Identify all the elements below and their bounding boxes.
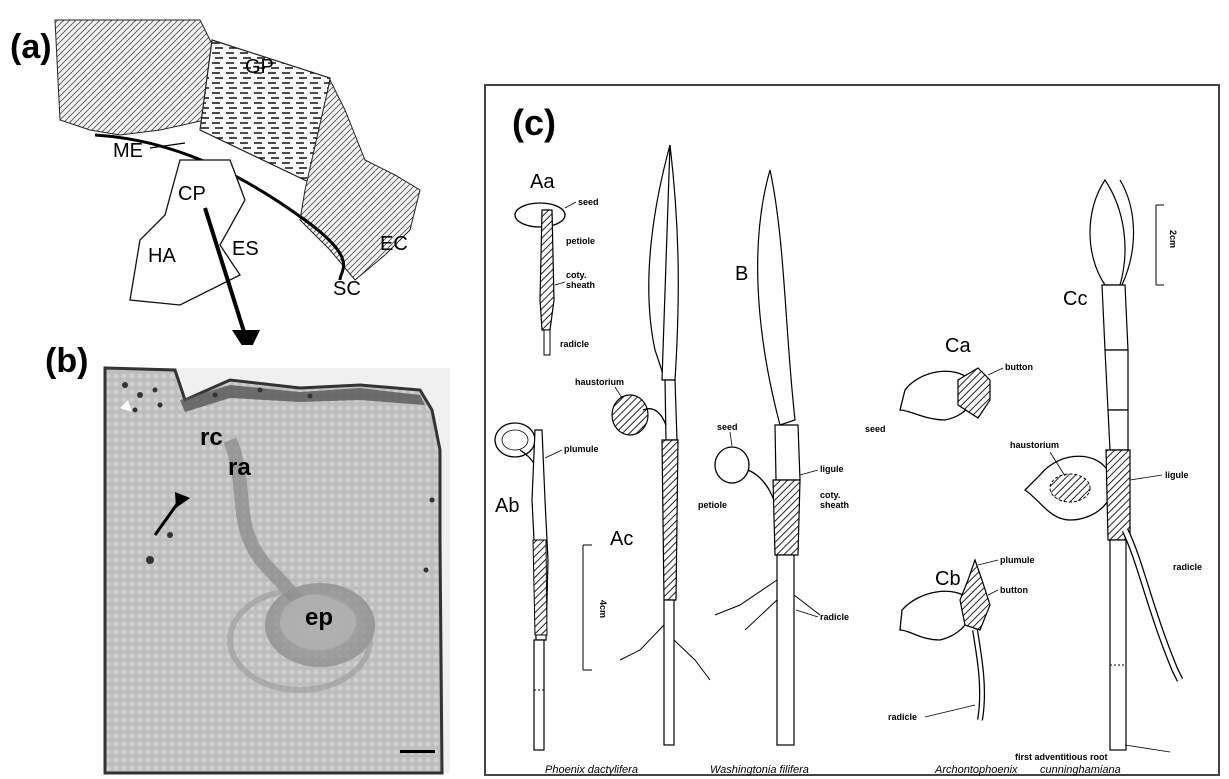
panel-c-letter: (c) <box>512 102 556 143</box>
cc-haustorium-label: haustorium <box>1010 440 1059 450</box>
label-b: B <box>735 263 748 285</box>
label-ac: Ac <box>610 528 633 550</box>
label-cp: CP <box>178 183 206 205</box>
scale-2cm-label: 2cm <box>1168 230 1178 248</box>
label-ca: Ca <box>945 335 971 357</box>
species-cunninghamiana: cunninghamiana <box>1040 764 1121 776</box>
aa-sheath-label: sheath <box>566 280 595 290</box>
label-sc: SC <box>333 278 361 300</box>
label-aa: Aa <box>530 171 555 193</box>
cc-root-label: first adventitious root <box>1015 752 1108 762</box>
cb-plumule-label: plumule <box>1000 555 1035 565</box>
scale-bar <box>400 750 435 753</box>
species-archontophoenix: Archontophoenix <box>934 764 1018 776</box>
label-cb: Cb <box>935 568 961 590</box>
label-me: ME <box>113 140 143 162</box>
species-phoenix: Phoenix dactylifera <box>545 764 638 776</box>
species-washingtonia: Washingtonia filifera <box>710 764 809 776</box>
cc-ligule-label: ligule <box>1165 470 1189 480</box>
label-ab: Ab <box>495 495 519 517</box>
b-ligule-label: ligule <box>820 464 844 474</box>
b-sheath-label: sheath <box>820 500 849 510</box>
cb-button-label: button <box>1000 585 1028 595</box>
panel-b-letter: (b) <box>45 342 88 380</box>
label-ec: EC <box>380 233 408 255</box>
ab-plumule-label: plumule <box>564 444 599 454</box>
cc-radicle-label: radicle <box>1173 562 1202 572</box>
aa-radicle-label: radicle <box>560 339 589 349</box>
panel-b-micrograph: (b) rc ra ep <box>0 340 470 779</box>
label-es: ES <box>232 238 259 260</box>
label-ha: HA <box>148 245 176 267</box>
aa-seed-label: seed <box>578 197 599 207</box>
label-gp: GP <box>245 56 274 78</box>
label-cc: Cc <box>1063 288 1087 310</box>
ca-seed-label: seed <box>865 424 886 434</box>
endosperm-left <box>55 20 215 135</box>
ca-button-label: button <box>1005 362 1033 372</box>
label-ep: ep <box>305 604 333 631</box>
panel-c-seedlings: (c) Aa seed petiole coty. sheath radicle… <box>480 80 1229 779</box>
aa-coty-label: coty. <box>566 270 586 280</box>
b-seed-label: seed <box>717 422 738 432</box>
b-coty-label: coty. <box>820 490 840 500</box>
panel-a-letter: (a) <box>10 28 52 66</box>
b-radicle-label: radicle <box>820 612 849 622</box>
label-rc: rc <box>200 424 223 451</box>
scale-4cm-label: 4cm <box>598 600 608 618</box>
ac-haustorium-label: haustorium <box>575 377 624 387</box>
label-ra: ra <box>228 454 251 481</box>
b-petiole-label: petiole <box>698 500 727 510</box>
cb-radicle-label: radicle <box>888 712 917 722</box>
panel-a-diagram: (a) GP ME CP ES HA EC SC <box>0 0 470 345</box>
aa-petiole-label: petiole <box>566 236 595 246</box>
